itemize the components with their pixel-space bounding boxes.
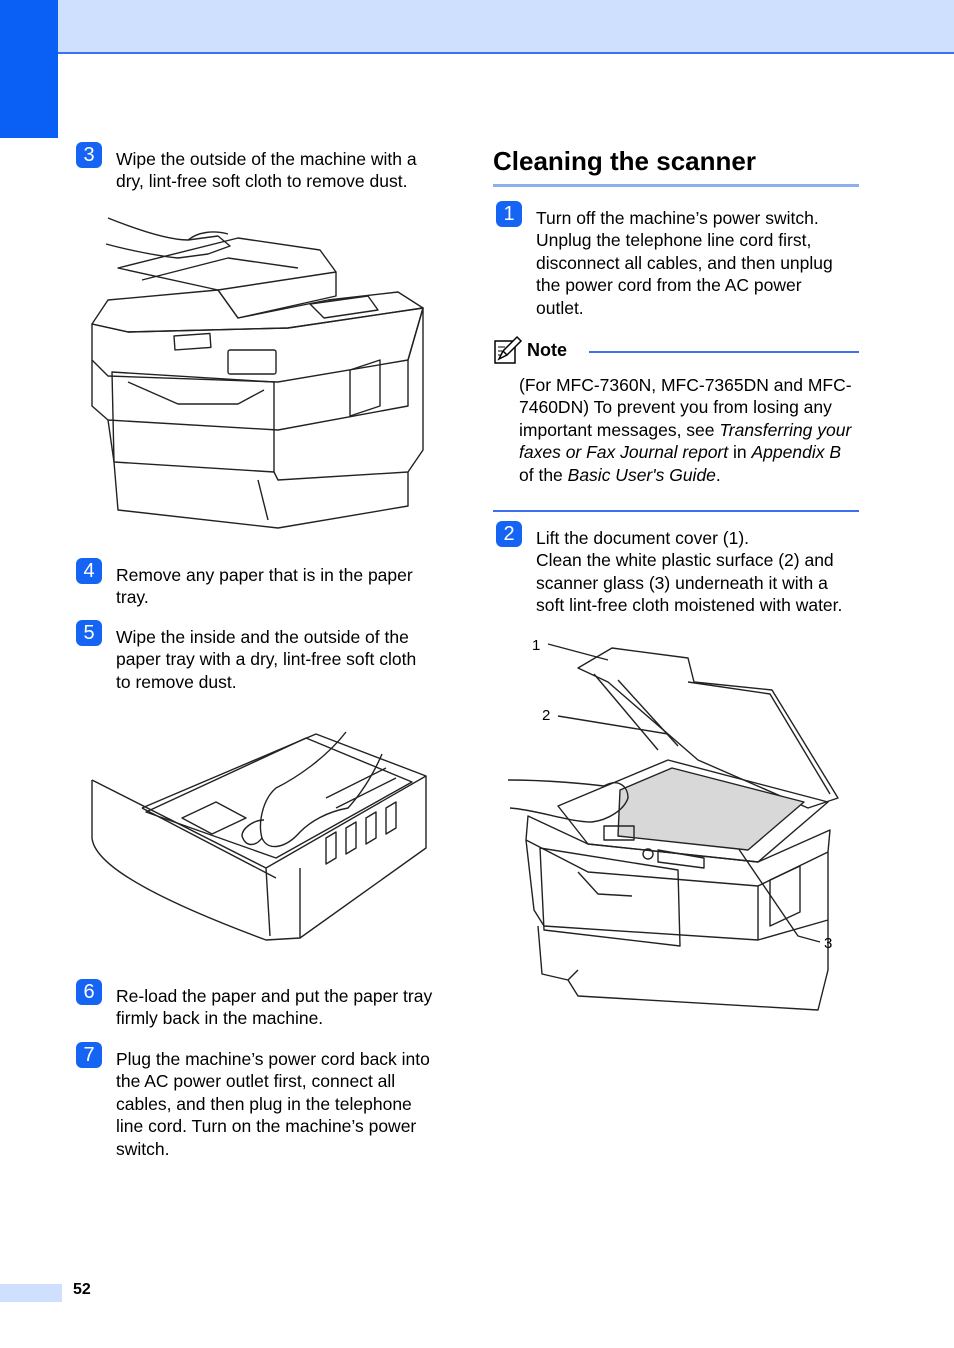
step-4: 4 Remove any paper that is in the paper … [76,558,446,609]
section-title: Cleaning the scanner [493,144,859,187]
step-number-badge: 3 [76,142,102,168]
scanner-glass-illustration: 1 2 3 [508,637,839,1011]
note-box: Note (For MFC-7360N, MFC-7365DN and MFC-… [493,334,859,486]
step-text: Lift the document cover (1). Clean the w… [536,528,843,616]
note-text-part: in [728,442,752,463]
step-number-badge: 2 [496,521,522,547]
page-number: 52 [73,1281,91,1298]
step-number-badge: 7 [76,1042,102,1068]
step-2: 2 Lift the document cover (1). Clean the… [496,521,866,617]
step-number-badge: 1 [496,201,522,227]
note-text-part: . [715,464,721,485]
callout-1: 1 [532,637,540,654]
note-bottom-rule [493,510,859,512]
note-rule [589,351,859,353]
paper-tray-wipe-illustration [91,731,427,941]
step-text: Wipe the inside and the outside of the p… [116,627,417,692]
note-link-appendix: Appendix B [751,442,841,463]
step-1: 1 Turn off the machine’s power switch. U… [496,201,866,319]
step-text: Plug the machine’s power cord back into … [116,1049,430,1159]
note-text-part: (For MFC-7360N, MFC-7365DN and MFC-7460D… [519,375,852,440]
note-link-title: Transferring your faxes or Fax Journal r… [519,419,852,463]
step-text: Remove any paper that is in the paper tr… [116,565,413,608]
step-number-badge: 4 [76,558,102,584]
header-band [0,0,954,54]
note-text-part: of the [519,464,568,485]
step-number-badge: 5 [76,620,102,646]
callout-3: 3 [824,935,832,952]
step-3: 3 Wipe the outside of the machine with a… [76,142,446,193]
printer-wipe-illustration [91,217,424,529]
note-header: Note [493,334,859,366]
chapter-tab [0,0,58,138]
note-label: Note [527,339,567,360]
step-number-badge: 6 [76,979,102,1005]
note-link-guide: Basic User's Guide [567,464,716,485]
note-pencil-icon [494,335,523,364]
step-text: Re-load the paper and put the paper tray… [116,986,433,1029]
step-7: 7 Plug the machine’s power cord back int… [76,1042,446,1160]
step-text: Turn off the machine’s power switch. Unp… [536,208,833,318]
footer-band [0,1284,62,1302]
step-text: Wipe the outside of the machine with a d… [116,149,417,192]
step-6: 6 Re-load the paper and put the paper tr… [76,979,446,1030]
note-text: (For MFC-7360N, MFC-7365DN and MFC-7460D… [519,374,859,486]
step-5: 5 Wipe the inside and the outside of the… [76,620,446,693]
callout-2: 2 [542,707,550,724]
